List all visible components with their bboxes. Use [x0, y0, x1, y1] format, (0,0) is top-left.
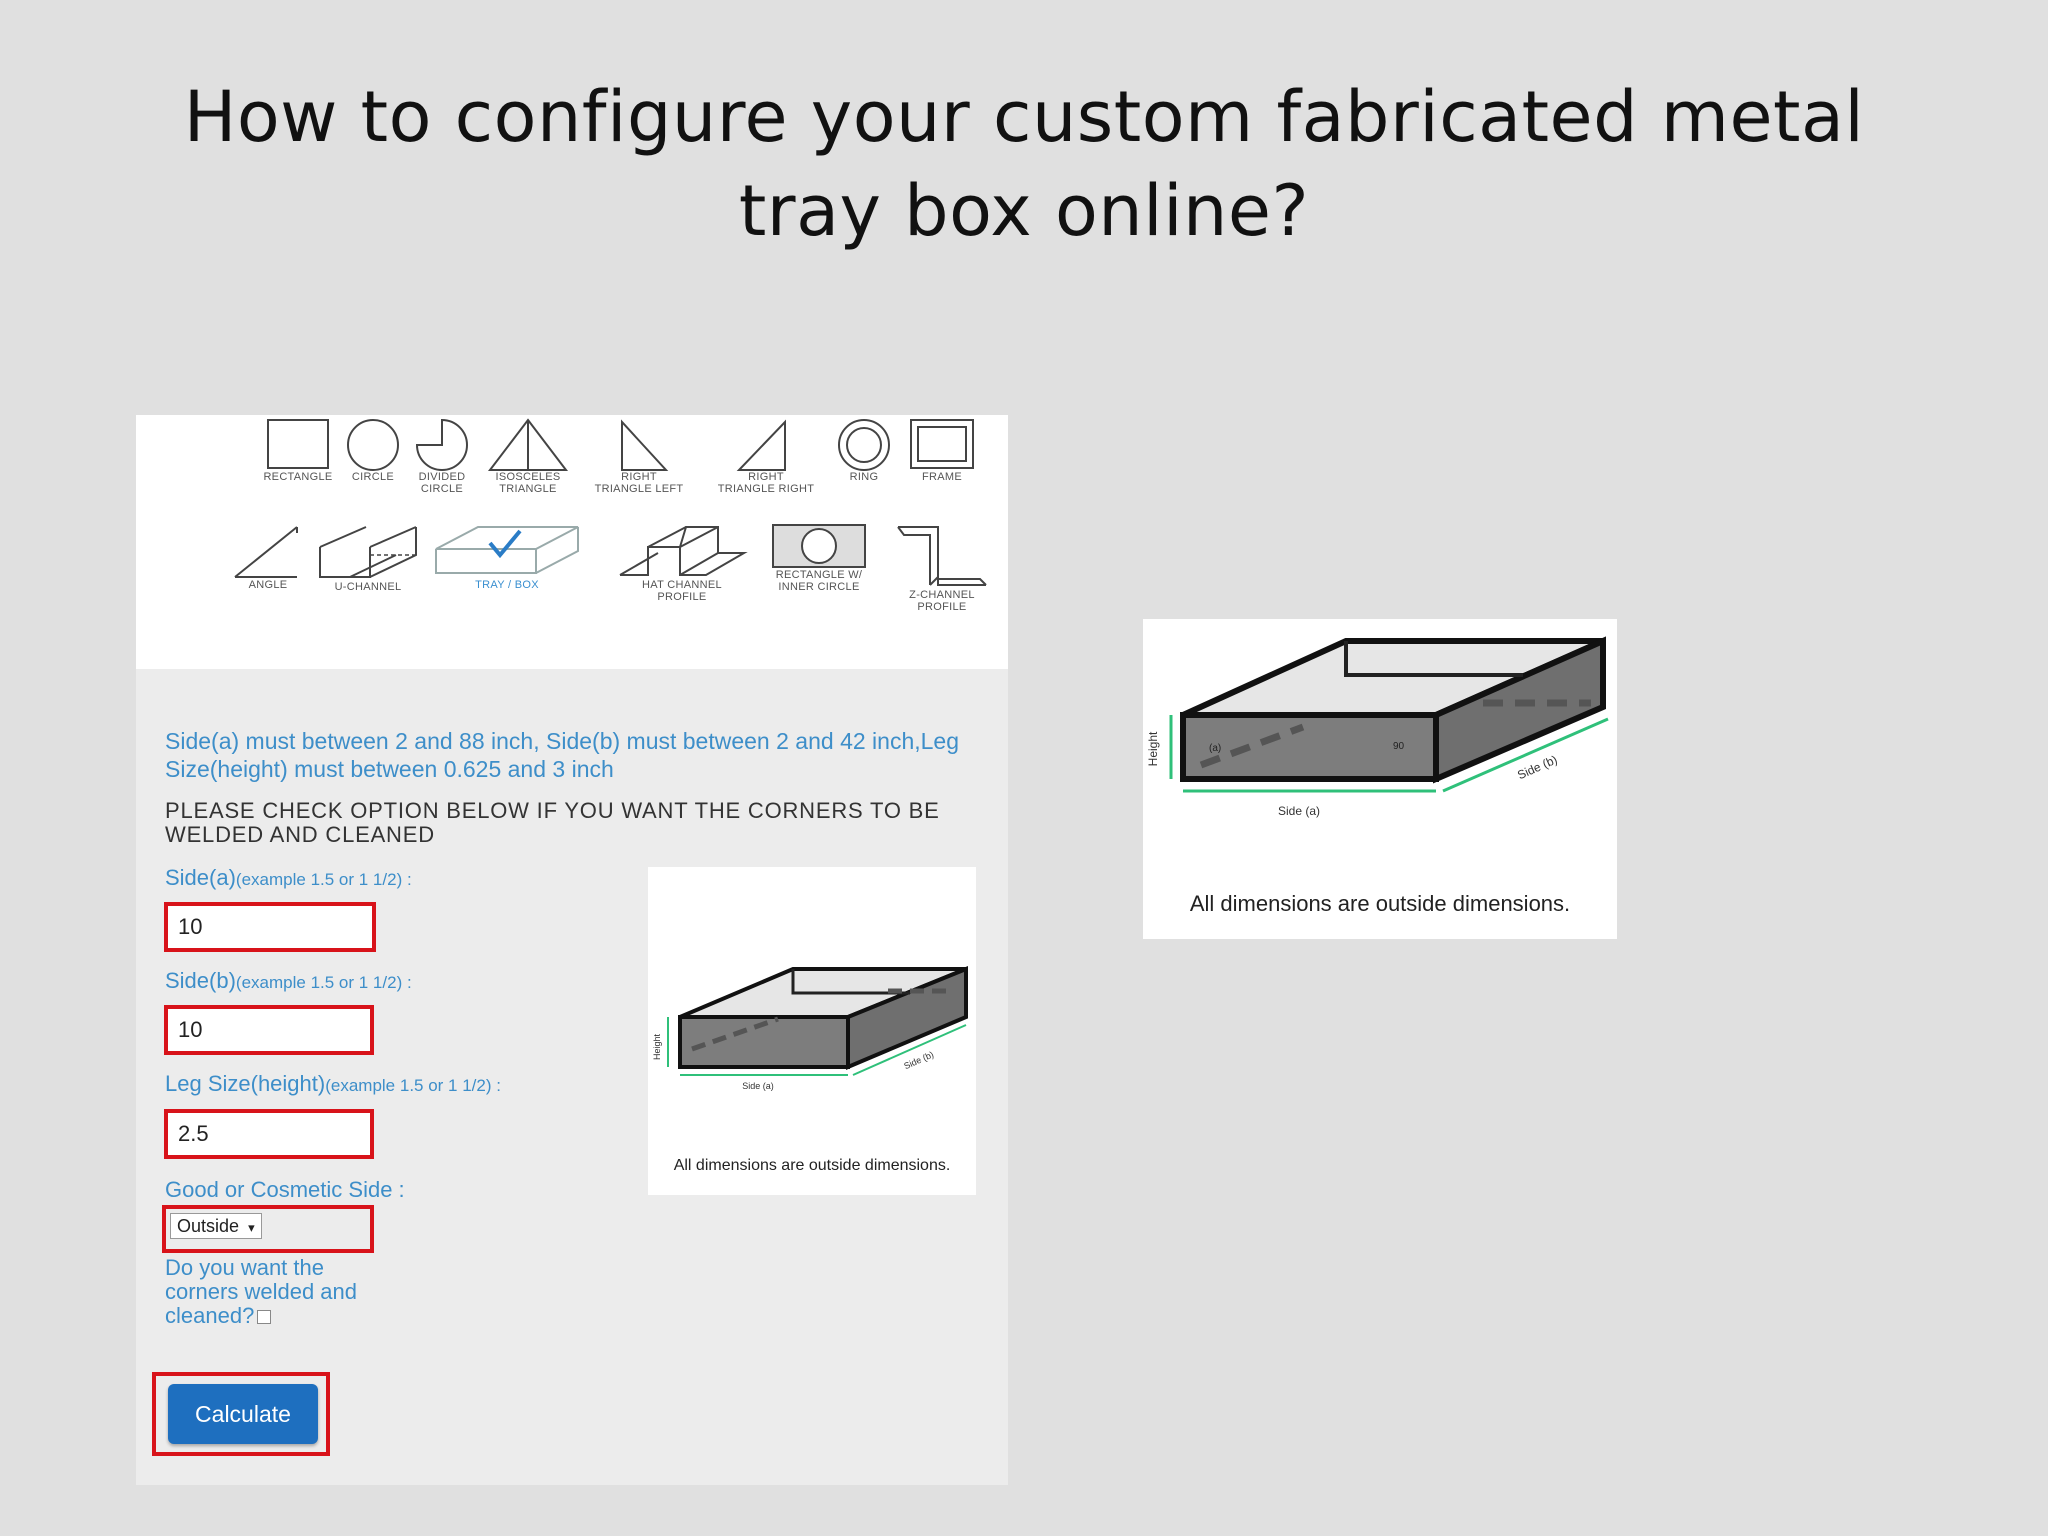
shape-label: CIRCLE	[351, 471, 395, 483]
cosmetic-side-label: Good or Cosmetic Side :	[165, 1177, 405, 1202]
shape-angle[interactable]: ANGLE	[228, 523, 308, 591]
side-a-input[interactable]	[174, 910, 366, 944]
side-a-hint: (example 1.5 or 1 1/2) :	[235, 870, 412, 889]
angle-icon	[234, 526, 298, 578]
calculate-button[interactable]: Calculate	[168, 1384, 318, 1444]
u-channel-icon	[319, 526, 417, 578]
circle-icon	[347, 419, 399, 471]
shape-label: RIGHT TRIANGLE LEFT	[594, 471, 684, 495]
shape-tray-box[interactable]: TRAY / BOX	[432, 523, 582, 591]
shape-circle[interactable]: CIRCLE	[336, 417, 410, 483]
right-triangle-left-icon	[621, 419, 669, 471]
shape-label: FRAME	[922, 471, 962, 483]
weld-checkbox[interactable]	[257, 1310, 272, 1325]
shape-divided-circle[interactable]: DIVIDED CIRCLE	[406, 417, 478, 495]
leg-size-hint: (example 1.5 or 1 1/2) :	[325, 1076, 501, 1095]
shape-picker: RECTANGLE CIRCLE DIVIDED CIRCLE ISOSCELE…	[136, 415, 1008, 669]
tray-diagram-illustration-large: Height Side (a) Side (b) (a) 90	[1146, 636, 1609, 818]
shape-label: RECTANGLE	[263, 471, 333, 483]
divided-circle-icon	[415, 418, 468, 471]
slide-title: How to configure your custom fabricated …	[183, 76, 1865, 252]
z-channel-icon	[897, 526, 987, 586]
tray-diagram-illustration: Height Side (a) Side (b)	[652, 966, 968, 1091]
configurator-screenshot: RECTANGLE CIRCLE DIVIDED CIRCLE ISOSCELE…	[136, 415, 1008, 1485]
rectangle-icon	[267, 419, 329, 469]
weld-question-text: Do you want the corners welded and clean…	[165, 1255, 358, 1328]
dimension-rules: Side(a) must between 2 and 88 inch, Side…	[165, 728, 959, 782]
shape-label: U-CHANNEL	[334, 581, 402, 593]
diagram-corner-angle-label: 90	[1393, 741, 1405, 752]
tray-box-icon	[435, 526, 579, 574]
diagram-side-a-label: Side (a)	[742, 1081, 774, 1091]
ring-icon	[838, 419, 890, 471]
chevron-down-icon: ▾	[248, 1220, 255, 1235]
side-b-input[interactable]	[174, 1013, 364, 1047]
shape-right-triangle-right[interactable]: RIGHT TRIANGLE RIGHT	[706, 417, 826, 495]
diagram-large-side-a-label: Side (a)	[1278, 804, 1320, 818]
shape-label: Z-CHANNEL PROFILE	[909, 589, 975, 613]
shape-label: ANGLE	[248, 579, 288, 591]
shape-hat-channel[interactable]: HAT CHANNEL PROFILE	[612, 523, 752, 603]
side-a-label-text: Side(a)	[165, 865, 236, 890]
tray-diagram-small: Height Side (a) Side (b) All dimensions …	[648, 867, 976, 1195]
diagram-large-height-label: Height	[1146, 731, 1160, 766]
cosmetic-side-value: Outside	[177, 1216, 240, 1236]
side-b-hint: (example 1.5 or 1 1/2) :	[235, 973, 412, 992]
shape-right-triangle-left[interactable]: RIGHT TRIANGLE LEFT	[584, 417, 694, 495]
shape-label: ISOSCELES TRIANGLE	[495, 471, 561, 495]
leg-size-label-text: Leg Size(height)	[165, 1071, 326, 1096]
shape-label: HAT CHANNEL PROFILE	[642, 579, 722, 603]
cosmetic-side-highlight: Outside ▾	[162, 1205, 374, 1253]
shape-label: TRAY / BOX	[475, 579, 539, 591]
side-b-highlight	[164, 1005, 374, 1055]
rectangle-inner-circle-icon	[772, 524, 866, 568]
side-a-highlight	[164, 902, 376, 952]
hat-channel-icon	[619, 526, 748, 576]
tray-diagram-large: Height Side (a) Side (b) (a) 90 All dime…	[1143, 619, 1617, 939]
shape-u-channel[interactable]: U-CHANNEL	[312, 523, 424, 593]
leg-size-input[interactable]	[174, 1117, 364, 1151]
shape-isosceles-triangle[interactable]: ISOSCELES TRIANGLE	[480, 417, 576, 495]
diagram-side-b-label: Side (b)	[902, 1049, 935, 1071]
diagram-caption-small: All dimensions are outside dimensions.	[673, 1157, 951, 1174]
shape-label: RIGHT TRIANGLE RIGHT	[717, 471, 815, 495]
side-b-label-text: Side(b)	[165, 968, 236, 993]
shape-label: DIVIDED CIRCLE	[418, 471, 466, 495]
shape-rectangle-inner-circle[interactable]: RECTANGLE W/ INNER CIRCLE	[764, 523, 874, 593]
leg-size-highlight	[164, 1109, 374, 1159]
shape-label: RING	[849, 471, 879, 483]
side-b-label: Side(b)(example 1.5 or 1 1/2) :	[165, 968, 412, 994]
leg-size-label: Leg Size(height)(example 1.5 or 1 1/2) :	[165, 1071, 501, 1097]
calculate-highlight	[152, 1372, 330, 1456]
right-triangle-right-icon	[736, 419, 786, 471]
shape-ring[interactable]: RING	[832, 417, 896, 483]
shape-z-channel[interactable]: Z-CHANNEL PROFILE	[892, 523, 992, 613]
isosceles-triangle-icon	[487, 418, 569, 471]
shape-rectangle[interactable]: RECTANGLE	[248, 417, 348, 483]
weld-instruction: PLEASE CHECK OPTION BELOW IF YOU WANT TH…	[165, 798, 940, 847]
diagram-height-label: Height	[652, 1033, 662, 1060]
frame-icon	[910, 419, 974, 469]
side-a-label: Side(a)(example 1.5 or 1 1/2) :	[165, 865, 412, 891]
shape-frame[interactable]: FRAME	[902, 417, 982, 483]
diagram-caption-large: All dimensions are outside dimensions.	[1189, 891, 1571, 916]
diagram-corner-a-label: (a)	[1209, 743, 1221, 754]
cosmetic-side-select[interactable]: Outside ▾	[170, 1213, 262, 1239]
shape-label: RECTANGLE W/ INNER CIRCLE	[775, 569, 863, 593]
weld-question: Do you want the corners welded and clean…	[165, 1256, 375, 1328]
